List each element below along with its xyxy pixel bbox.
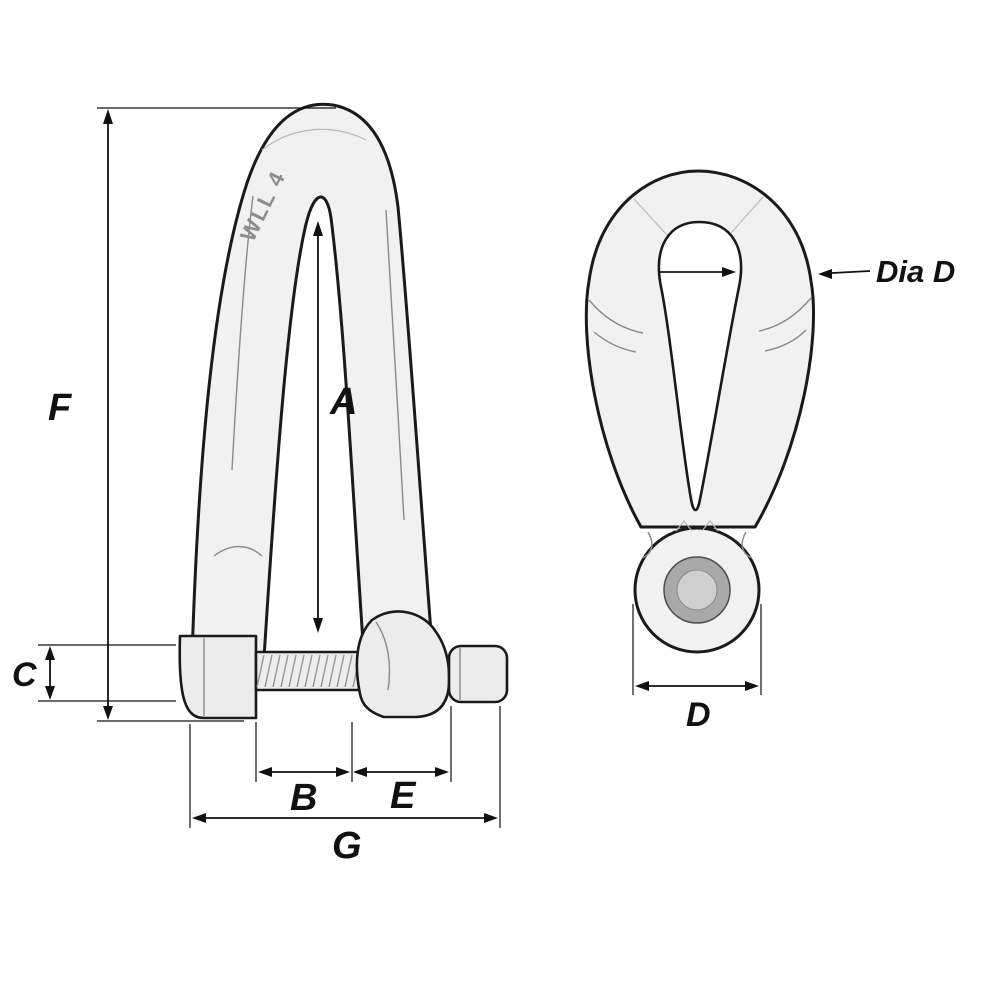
arrowhead-up: [103, 109, 113, 124]
left-ear: [178, 634, 258, 720]
arrowhead-right: [722, 267, 736, 277]
side-view: WLL 4 F A: [12, 102, 509, 867]
flange-notches: [675, 520, 719, 532]
flange-cusp-left: [641, 531, 653, 559]
twist-contour: [764, 329, 807, 352]
flange-cusp-right: [741, 531, 753, 559]
right-ear-contour: [375, 621, 391, 691]
twist-contour: [588, 299, 644, 334]
arrowhead-right: [435, 767, 449, 777]
twist-contour-lower: [213, 545, 263, 557]
label-B: B: [290, 777, 317, 819]
pin-shaft: [254, 650, 370, 692]
arrowhead-up: [313, 221, 323, 236]
loop-facet-line: [730, 196, 764, 234]
twist-contour-right: [385, 209, 405, 521]
apex-face-line: [261, 128, 367, 151]
arrowhead-down: [313, 618, 323, 633]
arrowhead-left: [258, 767, 272, 777]
pin-threads: [256, 654, 361, 688]
inner-diameter-arrow: [660, 267, 736, 277]
arrowhead-right: [745, 681, 759, 691]
leader-line: [831, 270, 871, 274]
arrowhead-down: [45, 686, 55, 700]
twist-contour-left: [231, 195, 254, 471]
dimension-G: G: [189, 706, 501, 867]
dia-d-callout: Dia D: [818, 254, 955, 289]
arrowhead-left: [818, 269, 832, 279]
twist-contour: [758, 297, 812, 332]
label-D: D: [686, 696, 711, 734]
arrowhead-right: [336, 767, 350, 777]
arrowhead-left: [192, 813, 206, 823]
arrowhead-up: [45, 646, 55, 660]
label-A: A: [329, 381, 357, 423]
label-E: E: [390, 775, 417, 817]
pin-head: [447, 644, 509, 704]
dimension-F: F: [48, 107, 336, 722]
pin-hole-center: [676, 569, 718, 611]
arrowhead-left: [635, 681, 649, 691]
dimension-A: A: [313, 221, 357, 633]
right-ear: [355, 610, 451, 719]
dimension-D: D: [632, 604, 762, 734]
loop-opening: [657, 220, 743, 512]
dimension-B: B: [255, 722, 353, 819]
twist-contour: [593, 331, 637, 353]
arrowhead-right: [484, 813, 498, 823]
loop-facet-line: [633, 198, 668, 236]
front-view: Dia D D: [584, 169, 955, 734]
label-C: C: [12, 656, 37, 694]
arrowhead-down: [103, 706, 113, 720]
label-F: F: [48, 387, 73, 429]
arrowhead-left: [353, 767, 367, 777]
dimension-E: E: [353, 706, 452, 817]
label-dia-d: Dia D: [876, 254, 955, 289]
shackle-body: [190, 102, 435, 660]
label-G: G: [332, 825, 362, 867]
dimension-C: C: [12, 644, 176, 702]
